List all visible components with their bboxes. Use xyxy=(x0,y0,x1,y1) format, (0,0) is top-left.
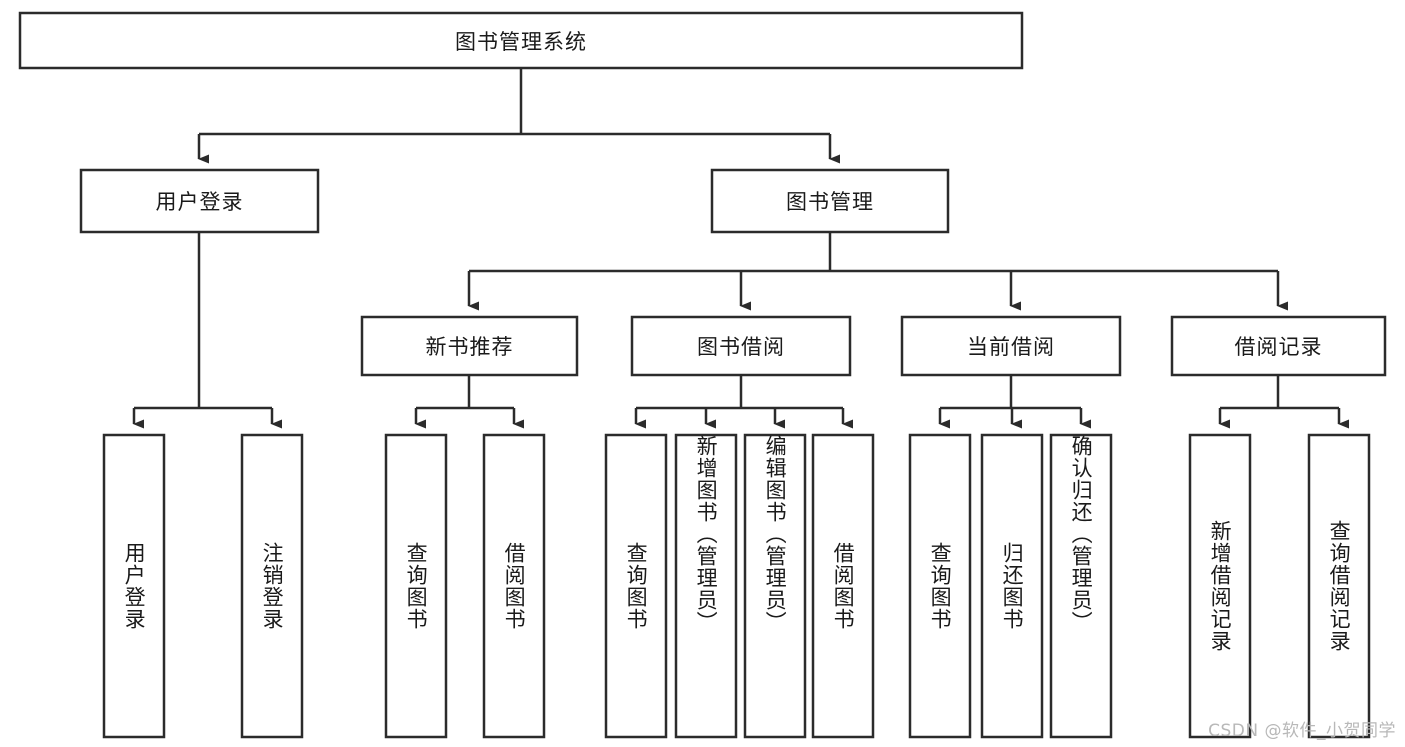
node-box-book-borrow[interactable] xyxy=(630,315,852,377)
node-box-borrow-record[interactable] xyxy=(1170,315,1387,377)
node-box-bb-add-book[interactable] xyxy=(674,433,738,739)
node-box-book-manage[interactable] xyxy=(710,168,950,234)
node-box-br-query-record[interactable] xyxy=(1307,433,1371,739)
node-box-rec-query-book[interactable] xyxy=(384,433,448,739)
node-box-root[interactable] xyxy=(18,11,1024,70)
node-box-rec-borrow-book[interactable] xyxy=(482,433,546,739)
watermark: CSDN @软件_小贺同学 xyxy=(1208,721,1396,741)
node-box-cb-return-book[interactable] xyxy=(980,433,1044,739)
node-box-new-book-recommend[interactable] xyxy=(360,315,579,377)
node-box-bb-edit-book[interactable] xyxy=(743,433,807,739)
node-box-login-do[interactable] xyxy=(102,433,166,739)
node-box-logout-do[interactable] xyxy=(240,433,304,739)
node-box-cb-query-book[interactable] xyxy=(908,433,972,739)
node-box-br-add-record[interactable] xyxy=(1188,433,1252,739)
node-box-bb-borrow-book[interactable] xyxy=(811,433,875,739)
node-box-user-login[interactable] xyxy=(79,168,320,234)
node-box-bb-query-book[interactable] xyxy=(604,433,668,739)
node-box-cb-confirm-return[interactable] xyxy=(1049,433,1113,739)
node-box-current-borrow[interactable] xyxy=(900,315,1122,377)
